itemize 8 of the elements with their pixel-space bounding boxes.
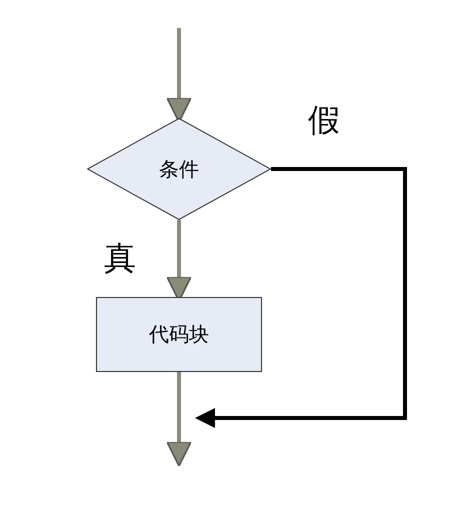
process-box [96,297,262,372]
block-text: 代码块 [149,321,209,348]
condition-text: 条件 [159,156,199,182]
decision-diamond [87,118,271,220]
arrow [195,167,407,428]
arrow [166,372,192,467]
edge-label: 真 [104,242,136,274]
edge-label: 假 [308,104,340,136]
